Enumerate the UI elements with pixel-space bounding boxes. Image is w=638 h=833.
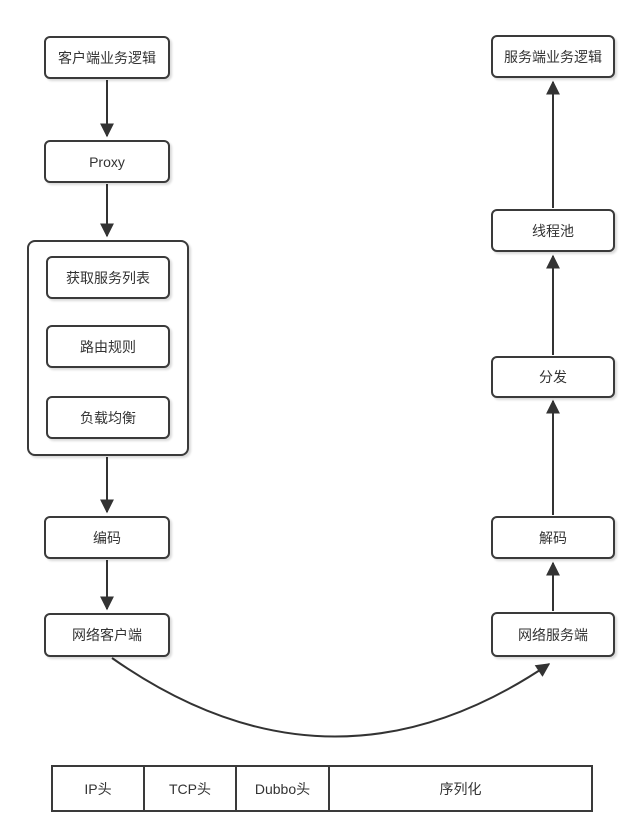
packet-segment-serialization: 序列化 [328, 767, 591, 810]
node-network-server: 网络服务端 [491, 612, 615, 657]
packet-segment-dubbo-header: Dubbo头 [235, 767, 328, 810]
node-get-service-list: 获取服务列表 [46, 256, 170, 299]
node-client-business-logic: 客户端业务逻辑 [44, 36, 170, 79]
node-routing-rules: 路由规则 [46, 325, 170, 368]
packet-structure-bar: IP头 TCP头 Dubbo头 序列化 [51, 765, 593, 812]
arrow-netclient-to-netserver-curve [111, 657, 551, 738]
packet-segment-tcp-header: TCP头 [143, 767, 235, 810]
node-encode: 编码 [44, 516, 170, 559]
node-decode: 解码 [491, 516, 615, 559]
node-thread-pool: 线程池 [491, 209, 615, 252]
node-dispatch: 分发 [491, 356, 615, 398]
node-load-balance: 负载均衡 [46, 396, 170, 439]
node-network-client: 网络客户端 [44, 613, 170, 657]
node-proxy: Proxy [44, 140, 170, 183]
node-server-business-logic: 服务端业务逻辑 [491, 35, 615, 78]
packet-segment-ip-header: IP头 [84, 780, 112, 797]
